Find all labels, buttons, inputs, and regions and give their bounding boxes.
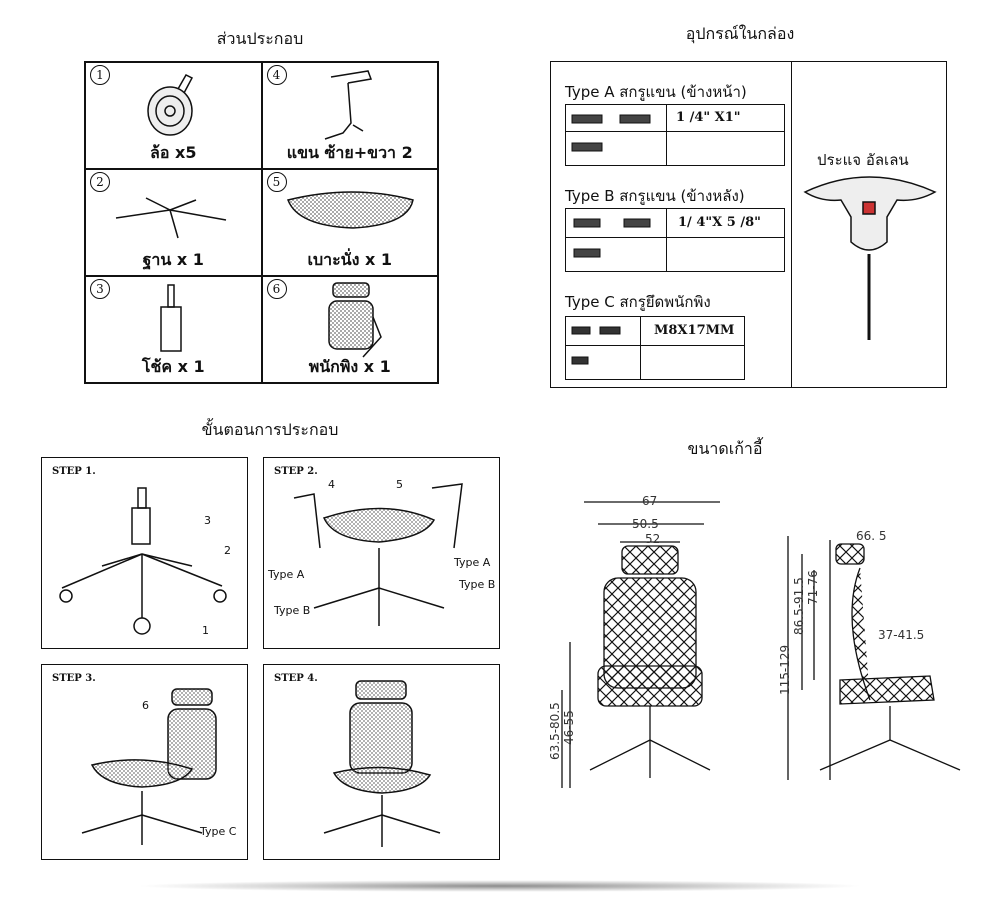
type-c-table: M8X17MM: [565, 316, 745, 380]
accessories-box: Type A สกรูแขน (ข้างหน้า) 1 /4" X1" Type…: [550, 61, 947, 388]
dim-seat-depth: 37-41.5: [878, 628, 925, 642]
seat-arm-assembly-icon: [293, 483, 463, 626]
caster-wheel-icon: [147, 74, 194, 136]
part-number: 5: [266, 172, 287, 192]
backrest-assembly-icon: [81, 688, 217, 845]
callout: 5: [396, 478, 403, 491]
dim-height-side-1: 115-129: [778, 644, 792, 695]
part-cell-gaslift: 3 โช้ค x 1: [85, 276, 262, 383]
part-number: 1: [90, 65, 110, 85]
gas-lift-icon: [160, 284, 182, 352]
callout: Type B: [274, 604, 311, 617]
dim-height-side-2: 86.5-91.5: [792, 577, 806, 635]
bottom-shadow: [135, 880, 865, 892]
dim-height-side-3: 71-76: [806, 570, 820, 605]
step-3-panel: STEP 3. 6 Type C: [41, 664, 248, 860]
step-label: STEP 3.: [52, 673, 96, 684]
step-label: STEP 1.: [52, 466, 96, 477]
callout: 2: [224, 544, 231, 557]
dimension-drawings: [561, 501, 961, 788]
screw-icon: [571, 326, 621, 365]
steps-heading: ขั้นตอนการประกอบ: [201, 420, 339, 439]
type-a-table: 1 /4" X1": [565, 104, 785, 166]
step-1-panel: STEP 1. 3 2 1: [41, 457, 248, 649]
allen-key-icon: [803, 176, 937, 340]
screw-icon: [573, 218, 651, 258]
assembled-chair-icon: [323, 680, 441, 847]
part-number: 2: [90, 172, 110, 192]
type-c-title: Type C สกรูยึดพนักพิง: [565, 293, 711, 311]
type-a-title: Type A สกรูแขน (ข้างหน้า): [565, 83, 747, 101]
dim-depth-side: 66. 5: [856, 529, 887, 543]
accessories-heading: อุปกรณ์ในกล่อง: [685, 24, 795, 43]
part-label: แขน ซ้าย+ขวา 2: [286, 143, 413, 162]
divider: [791, 62, 792, 387]
step-2-panel: STEP 2. 4 5 Type A Type A Type B Type B: [263, 457, 500, 649]
part-label: พนักพิง x 1: [308, 357, 391, 376]
part-label: ฐาน x 1: [142, 250, 204, 269]
dimensions-heading: ขนาดเก้าอี้: [687, 439, 763, 458]
callout: Type A: [454, 556, 491, 569]
type-b-size: 1/ 4"X 5 /8": [678, 215, 761, 230]
dim-width-67: 67: [642, 494, 658, 508]
parts-heading: ส่วนประกอบ: [216, 29, 304, 48]
type-b-title: Type B สกรูแขน (ข้างหลัง): [565, 187, 745, 205]
part-cell-caster: 1 ล้อ x5: [85, 62, 262, 169]
allen-key-label: ประแจ อัลเลน: [817, 151, 909, 169]
step-label: STEP 4.: [274, 673, 318, 684]
type-b-table: 1/ 4"X 5 /8": [565, 208, 785, 272]
callout: 4: [328, 478, 335, 491]
dim-height-front-1: 63.5-80.5: [548, 702, 562, 760]
part-cell-armrest: 4 แขน ซ้าย+ขวา 2: [261, 62, 438, 169]
callout: 1: [202, 624, 209, 637]
dim-width-50: 50.5: [632, 517, 659, 531]
backrest-icon: [327, 282, 382, 358]
callout: Type A: [268, 568, 305, 581]
dim-height-front-2: 46-55: [562, 710, 576, 745]
callout: Type B: [459, 578, 496, 591]
part-number: 4: [266, 65, 287, 85]
dim-width-52: 52: [645, 532, 661, 546]
screw-icon: [571, 114, 651, 152]
part-number: 6: [266, 279, 287, 299]
star-base-icon: [115, 197, 227, 239]
callout: 3: [204, 514, 211, 527]
part-label: เบาะนั่ง x 1: [307, 250, 393, 269]
part-cell-backrest: 6 พนักพิง x 1: [261, 276, 438, 383]
callout: Type C: [200, 825, 237, 838]
chair-base-assembly-icon: [59, 487, 227, 635]
callout: 6: [142, 699, 149, 712]
step-4-panel: STEP 4.: [263, 664, 500, 860]
type-c-size: M8X17MM: [654, 323, 735, 338]
type-a-size: 1 /4" X1": [676, 110, 741, 125]
part-number: 3: [90, 279, 110, 299]
part-cell-base: 2 ฐาน x 1: [85, 169, 262, 276]
step-label: STEP 2.: [274, 466, 318, 477]
part-cell-seat: 5 เบาะนั่ง x 1: [261, 169, 438, 276]
parts-grid: 1 ล้อ x5 4 แขน ซ้าย+ขวา 2 2: [84, 61, 439, 384]
mesh-seat-icon: [286, 191, 414, 229]
armrest-icon: [324, 70, 372, 140]
part-label: โช้ค x 1: [141, 357, 205, 376]
part-label: ล้อ x5: [150, 143, 197, 162]
